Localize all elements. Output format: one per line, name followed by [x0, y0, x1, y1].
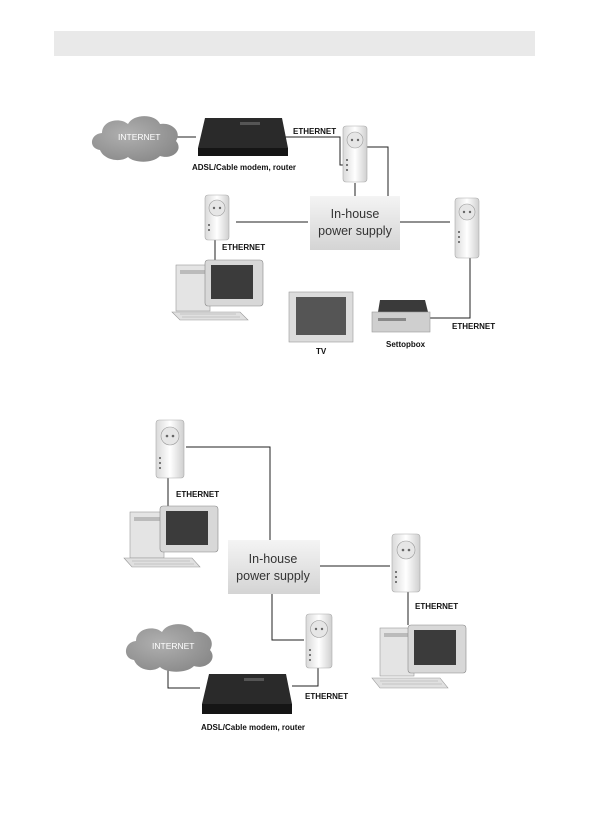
power-supply-box: In-house power supply	[310, 196, 400, 250]
powerline-adapter-right-2	[392, 534, 420, 592]
ethernet-label-right-2: ETHERNET	[415, 602, 458, 611]
modem-router-2: ADSL/Cable modem, router	[201, 674, 305, 732]
ethernet-label-right: ETHERNET	[452, 322, 495, 331]
power-supply-label-line1-2: In-house	[249, 552, 298, 566]
powerline-adapter-top-left	[156, 420, 184, 478]
powerline-adapter-left	[205, 195, 229, 240]
tv-label: TV	[316, 347, 327, 356]
ethernet-label-left: ETHERNET	[222, 243, 265, 252]
internet-cloud: INTERNET	[92, 116, 179, 162]
settopbox-label: Settopbox	[386, 340, 426, 349]
modem-router: ADSL/Cable modem, router	[192, 118, 296, 172]
powerline-adapter-bottom	[306, 614, 332, 668]
power-supply-label-line2: power supply	[318, 224, 392, 238]
modem-label-2: ADSL/Cable modem, router	[201, 723, 305, 732]
powerline-adapter-right	[455, 198, 479, 258]
internet-label: INTERNET	[118, 132, 161, 142]
internet-cloud-2: INTERNET	[126, 624, 213, 672]
ethernet-label-top-left: ETHERNET	[176, 490, 219, 499]
powerline-adapter-top	[343, 126, 367, 182]
power-supply-label-line2-2: power supply	[236, 569, 310, 583]
computer-1	[172, 260, 263, 320]
internet-label-2: INTERNET	[152, 641, 195, 651]
computer-right	[372, 625, 466, 688]
tv: TV	[289, 292, 353, 356]
computer-top-left	[124, 506, 218, 567]
network-diagram-2: ETHERNET In-house power supply ETHERNET	[0, 400, 590, 837]
ethernet-label-top: ETHERNET	[293, 127, 336, 136]
modem-label: ADSL/Cable modem, router	[192, 163, 296, 172]
ethernet-label-bottom: ETHERNET	[305, 692, 348, 701]
settopbox: Settopbox	[372, 300, 430, 349]
power-supply-label-line1: In-house	[331, 207, 380, 221]
power-supply-box-2: In-house power supply	[228, 540, 320, 594]
network-diagram-1: INTERNET ADSL/Cable modem, router ETHERN…	[0, 0, 590, 400]
